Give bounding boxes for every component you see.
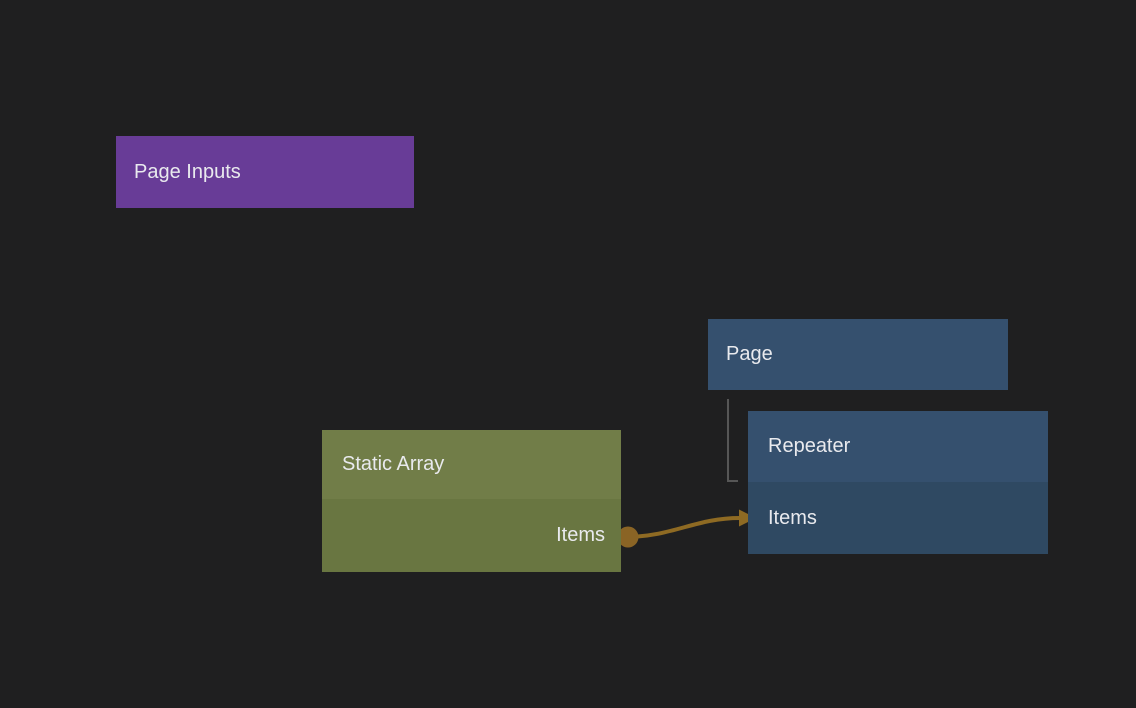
node-repeater-title: Repeater <box>768 435 851 457</box>
node-page[interactable]: Page <box>708 319 1008 390</box>
port-items-output-label: Items <box>556 524 605 546</box>
node-static-array-header[interactable]: Static Array <box>322 430 621 499</box>
node-page-header[interactable]: Page <box>708 319 1008 390</box>
node-static-array-port-items[interactable]: Items <box>322 499 621 572</box>
node-page-inputs[interactable]: Page Inputs <box>116 136 414 208</box>
node-page-inputs-header[interactable]: Page Inputs <box>116 136 414 208</box>
node-static-array[interactable]: Static Array Items <box>322 430 621 572</box>
hierarchy-connector-page-repeater <box>727 399 738 482</box>
edge-staticarray-items-to-repeater-items[interactable] <box>627 516 741 539</box>
port-items-input-label: Items <box>768 506 817 529</box>
node-repeater[interactable]: Repeater Items <box>748 411 1048 554</box>
node-repeater-port-items[interactable]: Items <box>748 482 1048 554</box>
node-page-inputs-title: Page Inputs <box>134 160 241 183</box>
node-page-title: Page <box>726 343 773 365</box>
node-repeater-header[interactable]: Repeater <box>748 411 1048 482</box>
node-static-array-title: Static Array <box>342 453 445 475</box>
